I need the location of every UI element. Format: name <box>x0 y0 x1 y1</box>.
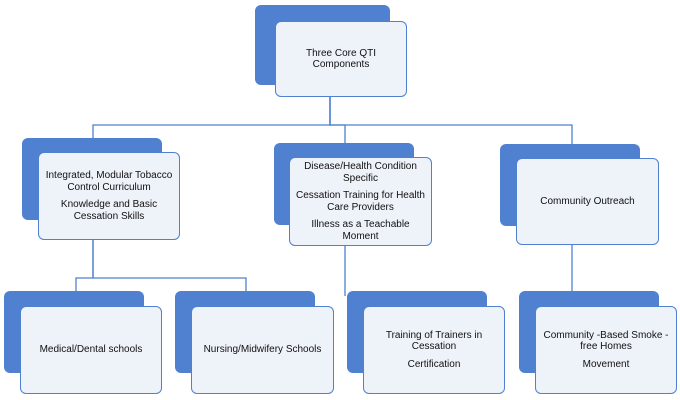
node-text-line: Specific <box>342 172 378 184</box>
node-training-of-trainers: Training of Trainers in Cessation Certif… <box>347 291 505 394</box>
node-text-line: Disease/Health Condition <box>304 161 417 172</box>
node-text-line: Care Providers <box>327 201 394 213</box>
node-box: Community Outreach <box>516 158 659 245</box>
connector-curriculum-nursing <box>92 240 247 296</box>
node-smoke-free-homes: Community -Based Smoke - free Homes Move… <box>519 291 677 394</box>
node-text-line: Illness as a Teachable <box>311 219 410 230</box>
connector-root-community <box>329 97 573 150</box>
node-text-line: Moment <box>342 230 379 242</box>
node-box: Training of Trainers in Cessation Certif… <box>363 306 505 394</box>
node-box: Community -Based Smoke - free Homes Move… <box>535 306 677 394</box>
node-three-core-components: Three Core QTI Components <box>255 5 407 97</box>
node-nursing-midwifery-schools: Nursing/Midwifery Schools <box>175 291 334 394</box>
node-text-line: Medical/Dental schools <box>39 344 143 356</box>
node-box: Medical/Dental schools <box>20 306 162 394</box>
node-curriculum: Integrated, Modular Tobacco Control Curr… <box>22 138 180 240</box>
node-text-line: Cessation Training for Health <box>296 190 425 201</box>
node-text-line: Integrated, Modular Tobacco <box>45 170 173 181</box>
node-box: Integrated, Modular Tobacco Control Curr… <box>38 152 180 240</box>
node-box: Three Core QTI Components <box>275 21 407 97</box>
node-box: Nursing/Midwifery Schools <box>191 306 334 394</box>
connector-curriculum-medical <box>75 240 94 296</box>
node-text-line: Training of Trainers in <box>385 329 483 341</box>
node-text-line: Control Curriculum <box>67 181 151 193</box>
node-medical-dental-schools: Medical/Dental schools <box>4 291 162 394</box>
node-text-line: Certification <box>407 358 461 370</box>
node-community-outreach: Community Outreach <box>500 144 659 245</box>
node-text-line: Components <box>312 59 370 70</box>
node-text-line: Three Core QTI <box>305 47 377 59</box>
node-text-line: Cessation <box>411 341 457 353</box>
node-text-line: Community Outreach <box>540 195 635 207</box>
node-text-line: Knowledge and Basic <box>60 199 158 210</box>
node-text-line: Nursing/Midwifery Schools <box>203 344 322 356</box>
node-box: Disease/Health Condition Specific Cessat… <box>289 157 432 246</box>
node-text-line: Movement <box>582 358 630 370</box>
node-disease-specific-training: Disease/Health Condition Specific Cessat… <box>274 143 432 246</box>
node-text-line: Community -Based Smoke - <box>543 329 669 341</box>
node-text-line: Cessation Skills <box>73 210 145 222</box>
node-text-line: free Homes <box>580 341 632 353</box>
